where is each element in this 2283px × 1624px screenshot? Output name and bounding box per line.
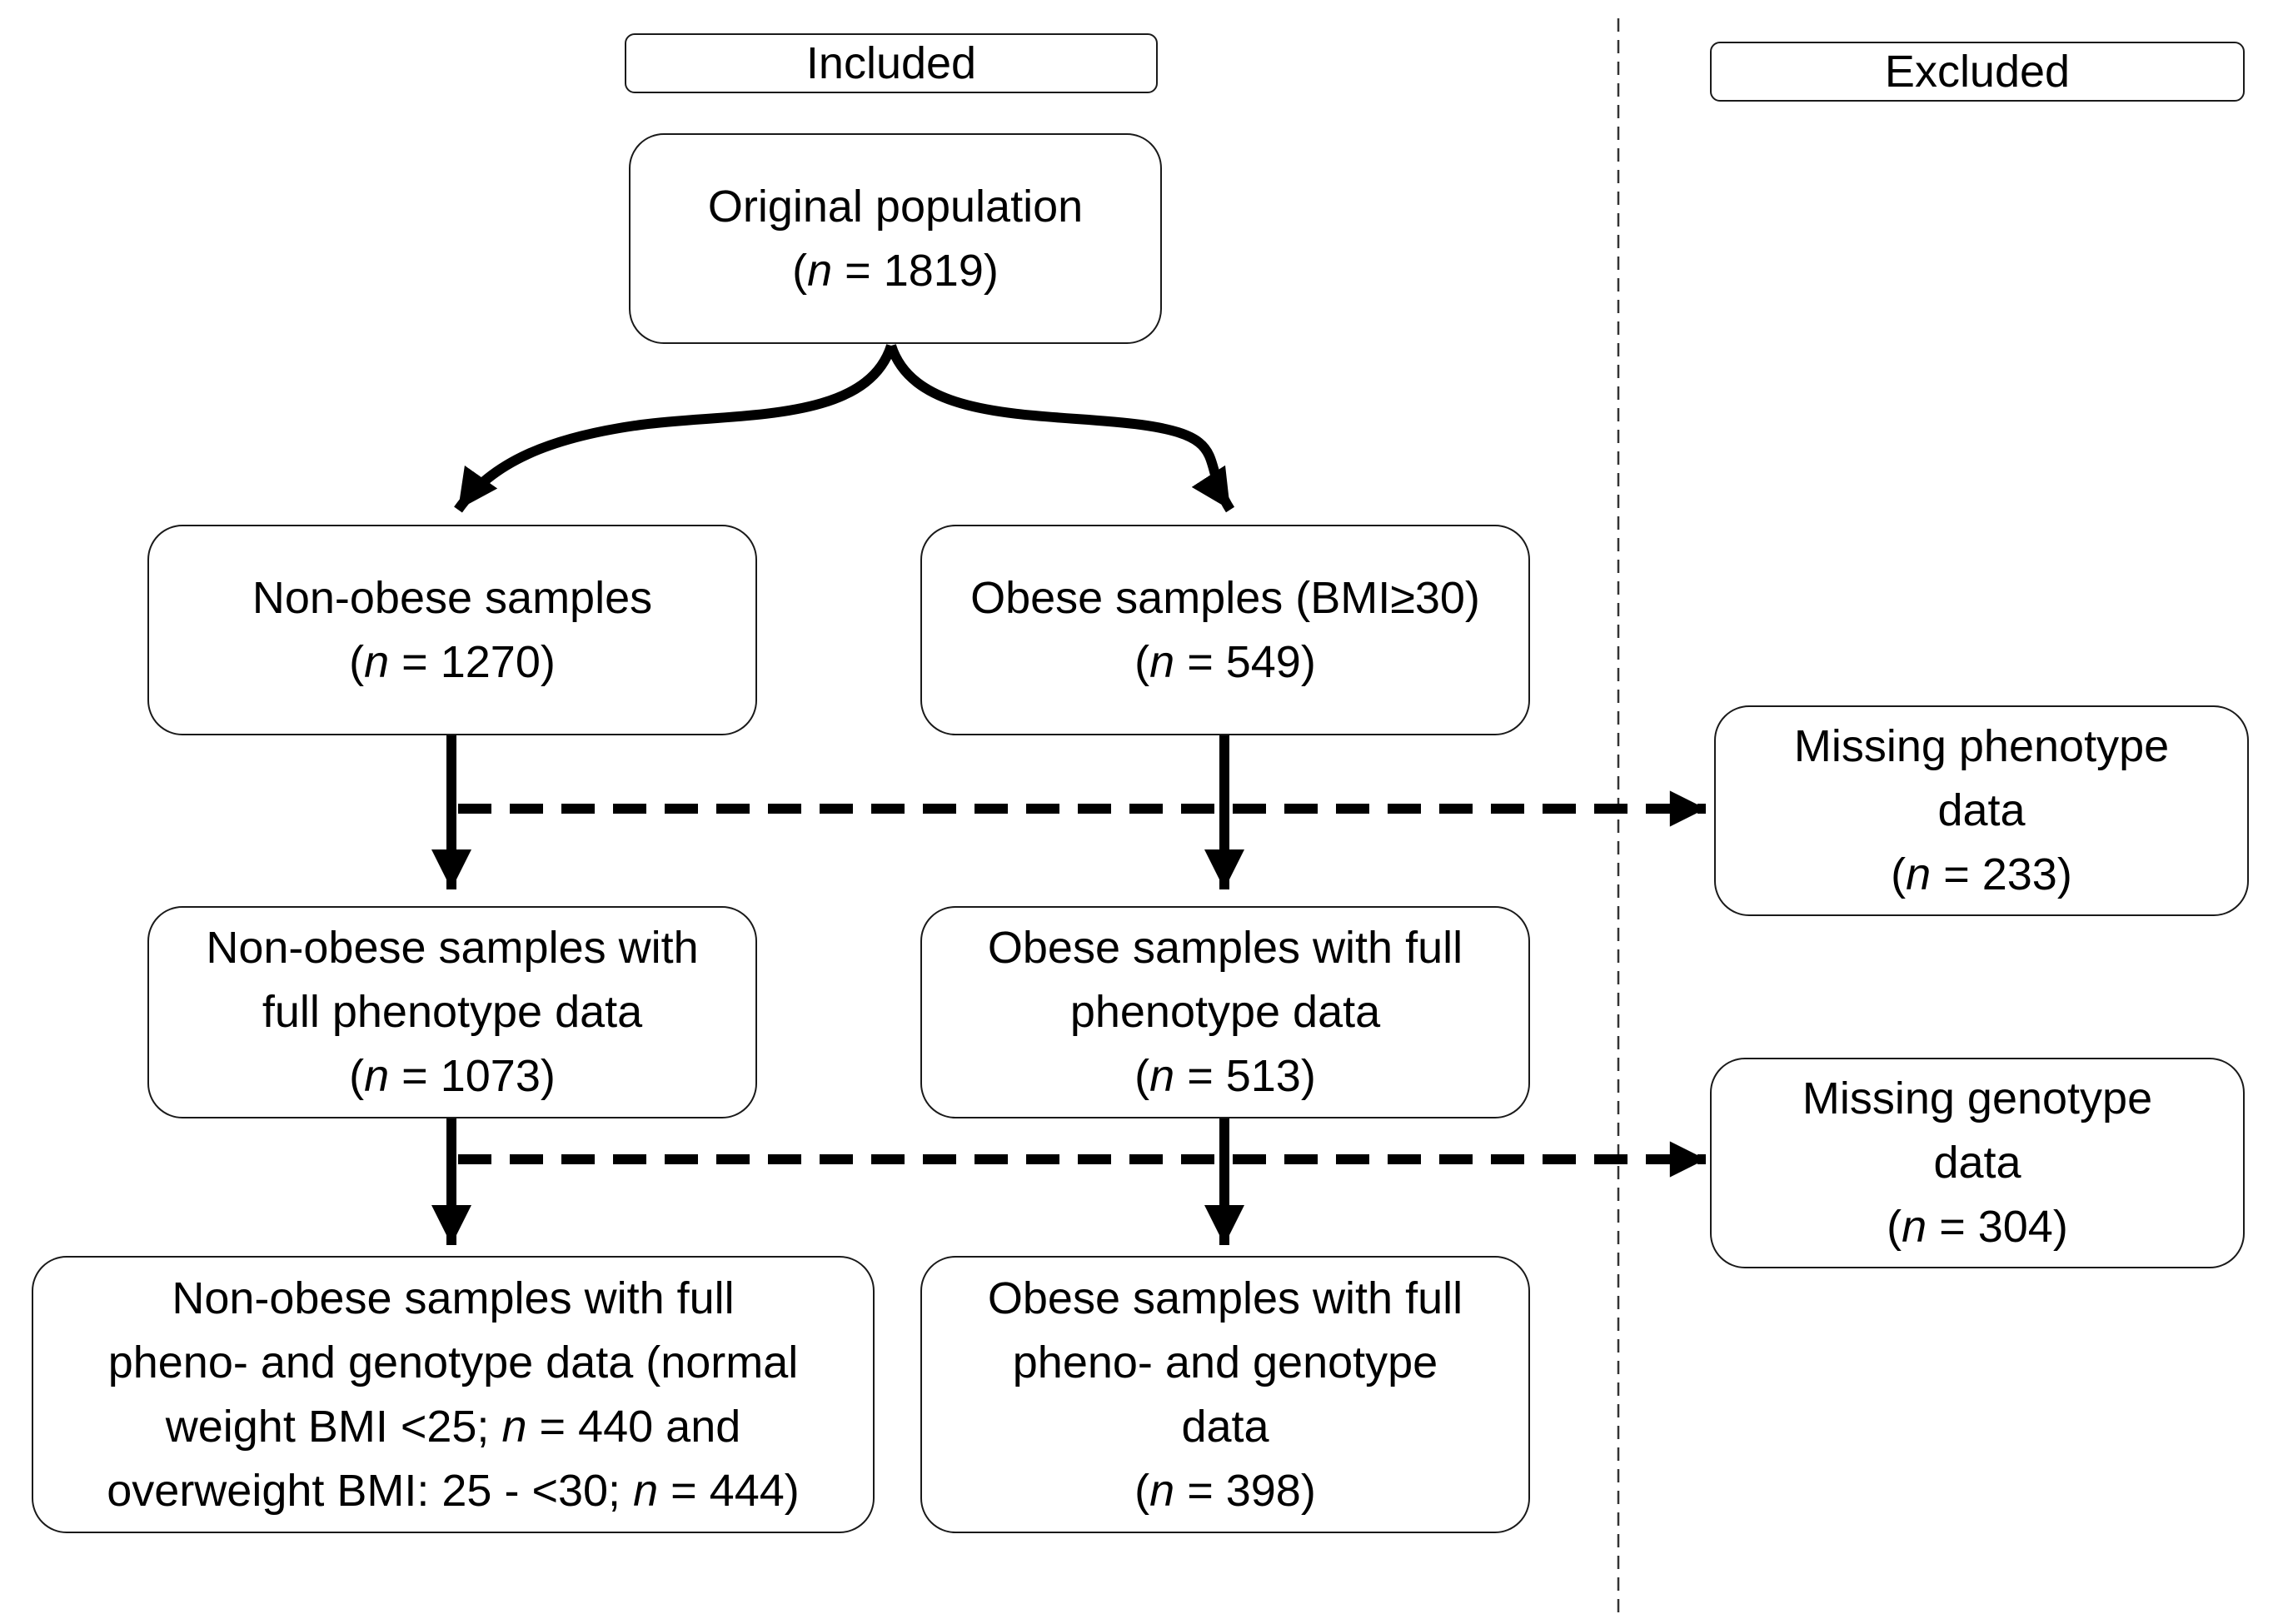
count-value: 1819 (883, 245, 984, 296)
label-fragment: weight BMI <25; (165, 1401, 502, 1452)
box-count: (n = 1819) (792, 245, 999, 296)
n-symbol: n (1906, 849, 1932, 899)
box-label: data (1937, 785, 2026, 835)
box-label: Missing genotype (1802, 1074, 2153, 1123)
box-label: Obese samples with full (987, 923, 1463, 973)
box-count: (n = 549) (1134, 636, 1316, 687)
box-label: full phenotype data (262, 987, 643, 1037)
obese-full-data-box: Obese samples with full pheno- and genot… (920, 1256, 1530, 1533)
box-count: (n = 1073) (349, 1051, 556, 1101)
count-value: 1270 (440, 636, 541, 687)
box-label: pheno- and genotype data (normal (107, 1337, 799, 1387)
count-value: 513 (1225, 1051, 1301, 1101)
included-header-label: Included (805, 38, 977, 88)
count-value: 440 (578, 1401, 654, 1452)
box-count: (n = 304) (1887, 1202, 2068, 1252)
n-symbol: n (364, 636, 390, 687)
missing-genotype-box: Missing genotype data (n = 304) (1710, 1058, 2245, 1268)
box-label: pheno- and genotype (1012, 1337, 1438, 1387)
label-fragment: overweight BMI: 25 - <30; (107, 1465, 634, 1516)
n-symbol: n (501, 1401, 527, 1452)
box-label: data (1933, 1138, 2021, 1188)
excluded-header: Excluded (1710, 42, 2245, 102)
box-count: (n = 233) (1891, 849, 2072, 899)
box-label-normal-weight: weight BMI <25; n = 440 and (165, 1401, 741, 1452)
count-value: 1073 (440, 1051, 541, 1101)
split-arrow-right (886, 344, 1235, 513)
n-symbol: n (633, 1465, 659, 1516)
original-population-box: Original population (n = 1819) (629, 133, 1162, 344)
count-value: 444 (709, 1465, 785, 1516)
count-value: 549 (1225, 636, 1301, 687)
n-symbol: n (807, 245, 833, 296)
label-fragment: ) (784, 1465, 800, 1516)
box-label: phenotype data (1069, 987, 1381, 1037)
missing-phenotype-box: Missing phenotype data (n = 233) (1714, 705, 2249, 916)
split-arrow-left (454, 344, 896, 513)
n-symbol: n (1149, 636, 1175, 687)
box-label: Obese samples (BMI≥30) (970, 572, 1480, 623)
label-fragment: and (653, 1401, 741, 1452)
n-symbol: n (364, 1051, 390, 1101)
count-value: 233 (1981, 849, 2057, 899)
box-label: data (1181, 1401, 1269, 1452)
box-count: (n = 513) (1134, 1051, 1316, 1101)
box-label: Non-obese samples (252, 572, 653, 623)
non-obese-full-data-box: Non-obese samples with full pheno- and g… (32, 1256, 875, 1533)
box-label: Missing phenotype (1793, 721, 2170, 771)
excluded-header-label: Excluded (1884, 47, 2071, 97)
obese-phenotype-box: Obese samples with full phenotype data (… (920, 906, 1530, 1118)
box-label: Non-obese samples with (206, 923, 699, 973)
non-obese-box: Non-obese samples (n = 1270) (147, 525, 757, 735)
box-label: Non-obese samples with full (172, 1273, 735, 1323)
obese-box: Obese samples (BMI≥30) (n = 549) (920, 525, 1530, 735)
count-value: 398 (1225, 1465, 1301, 1516)
box-label-overweight: overweight BMI: 25 - <30; n = 444) (107, 1465, 800, 1516)
box-count: (n = 398) (1134, 1465, 1316, 1516)
box-label: Obese samples with full (987, 1273, 1463, 1323)
n-symbol: n (1149, 1465, 1175, 1516)
n-symbol: n (1149, 1051, 1175, 1101)
box-count: (n = 1270) (349, 636, 556, 687)
included-header: Included (625, 33, 1158, 93)
count-value: 304 (1977, 1202, 2053, 1252)
n-symbol: n (1902, 1202, 1927, 1252)
non-obese-phenotype-box: Non-obese samples with full phenotype da… (147, 906, 757, 1118)
box-label: Original population (707, 181, 1084, 232)
